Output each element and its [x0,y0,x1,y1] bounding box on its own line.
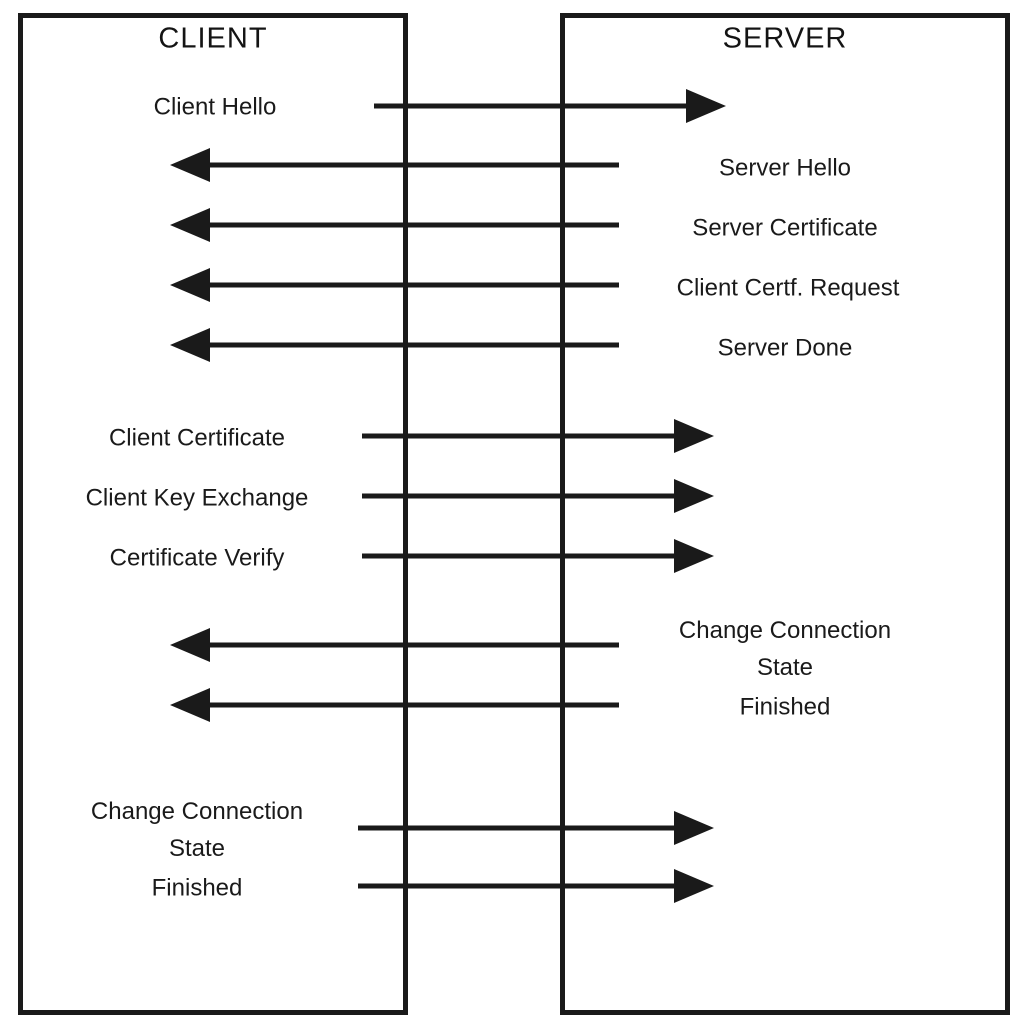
label-server-hello: Server Hello [718,154,852,182]
client-box [18,13,408,1015]
arrow-server-certificate [170,208,619,242]
arrow-change-connection-state-client [358,811,714,845]
server-box [560,13,1010,1015]
label-server-certificate: Server Certificate [692,214,878,242]
arrow-client-hello [374,89,726,123]
label-change-connection-state-server: Change Connection State [678,616,892,681]
label-client-certificate: Client Certificate [108,424,286,452]
label-finished-client: Finished [151,874,243,902]
label-change-connection-state-client: Change Connection State [90,797,304,862]
label-client-hello: Client Hello [153,93,277,121]
arrow-client-certf-request [170,268,619,302]
server-header: SERVER [722,22,848,55]
label-client-key-exchange: Client Key Exchange [85,484,309,512]
label-server-done: Server Done [717,334,853,362]
label-client-certf-request: Client Certf. Request [676,274,900,302]
client-header: CLIENT [158,22,268,55]
label-certificate-verify: Certificate Verify [109,544,285,572]
arrow-finished-client [358,869,714,903]
arrow-certificate-verify [362,539,714,573]
arrow-change-connection-state-server [170,628,619,662]
arrow-client-certificate [362,419,714,453]
arrow-server-done [170,328,619,362]
arrow-client-key-exchange [362,479,714,513]
arrow-server-hello [170,148,619,182]
label-finished-server: Finished [739,693,831,721]
arrow-finished-server [170,688,619,722]
